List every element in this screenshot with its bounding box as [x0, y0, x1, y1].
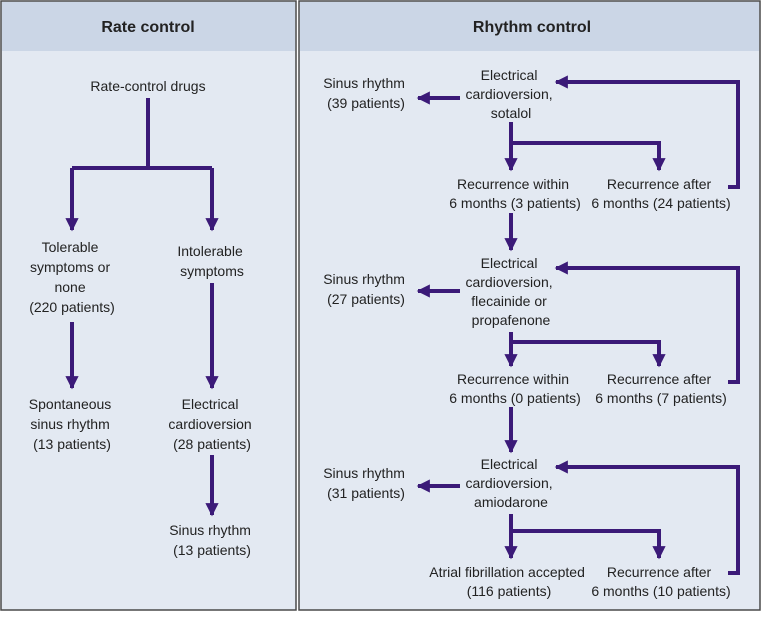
- intolerable-symptoms: Intolerable symptoms: [177, 243, 246, 279]
- atrial-fibrillation-accepted: Atrial fibrillation accepted (116 patien…: [429, 564, 589, 599]
- rate-control-arrows: [65, 98, 219, 517]
- recurrence-after-3: Recurrence after 6 months (10 patients): [591, 564, 730, 599]
- loop-back-1: [554, 75, 740, 189]
- sinus-rhythm-2: Sinus rhythm (27 patients): [323, 271, 409, 307]
- recurrence-within-1: Recurrence within 6 months (3 patients): [449, 176, 581, 211]
- rhythm-control-panel: [298, 0, 761, 611]
- spontaneous-sinus-rhythm: Spontaneous sinus rhythm (13 patients): [29, 396, 115, 452]
- rate-sinus-rhythm: Sinus rhythm (13 patients): [169, 522, 255, 558]
- recurrence-after-2: Recurrence after 6 months (7 patients): [595, 371, 727, 406]
- rhythm-control-arrows: [416, 75, 740, 575]
- arrow-to-after-2: [511, 340, 666, 368]
- cardioversion-sotalol: Electrical cardioversion, sotalol: [465, 67, 556, 121]
- rate-electrical-cardioversion: Electrical cardioversion (28 patients): [168, 396, 255, 452]
- rate-control-header-bar: [2, 2, 295, 51]
- recurrence-within-2: Recurrence within 6 months (0 patients): [449, 371, 581, 406]
- rate-control-drugs: Rate-control drugs: [90, 78, 205, 94]
- loop-back-2: [554, 261, 740, 384]
- rhythm-control-header-bar: [300, 2, 759, 51]
- sinus-rhythm-1: Sinus rhythm (39 patients): [323, 75, 409, 111]
- tolerable-symptoms: Tolerable symptoms or none (220 patients…: [29, 239, 115, 315]
- recurrence-after-1: Recurrence after 6 months (24 patients): [591, 176, 730, 211]
- sinus-rhythm-3: Sinus rhythm (31 patients): [323, 465, 409, 501]
- cardioversion-amiodarone: Electrical cardioversion, amiodarone: [465, 456, 556, 510]
- cardioversion-flecainide: Electrical cardioversion, flecainide or …: [465, 255, 556, 328]
- rhythm-control-header: Rhythm control: [473, 19, 591, 36]
- loop-back-3: [554, 460, 740, 575]
- arrow-to-after-1: [511, 141, 666, 172]
- rate-control-header: Rate control: [101, 19, 194, 36]
- arrow-to-after-3: [511, 529, 666, 560]
